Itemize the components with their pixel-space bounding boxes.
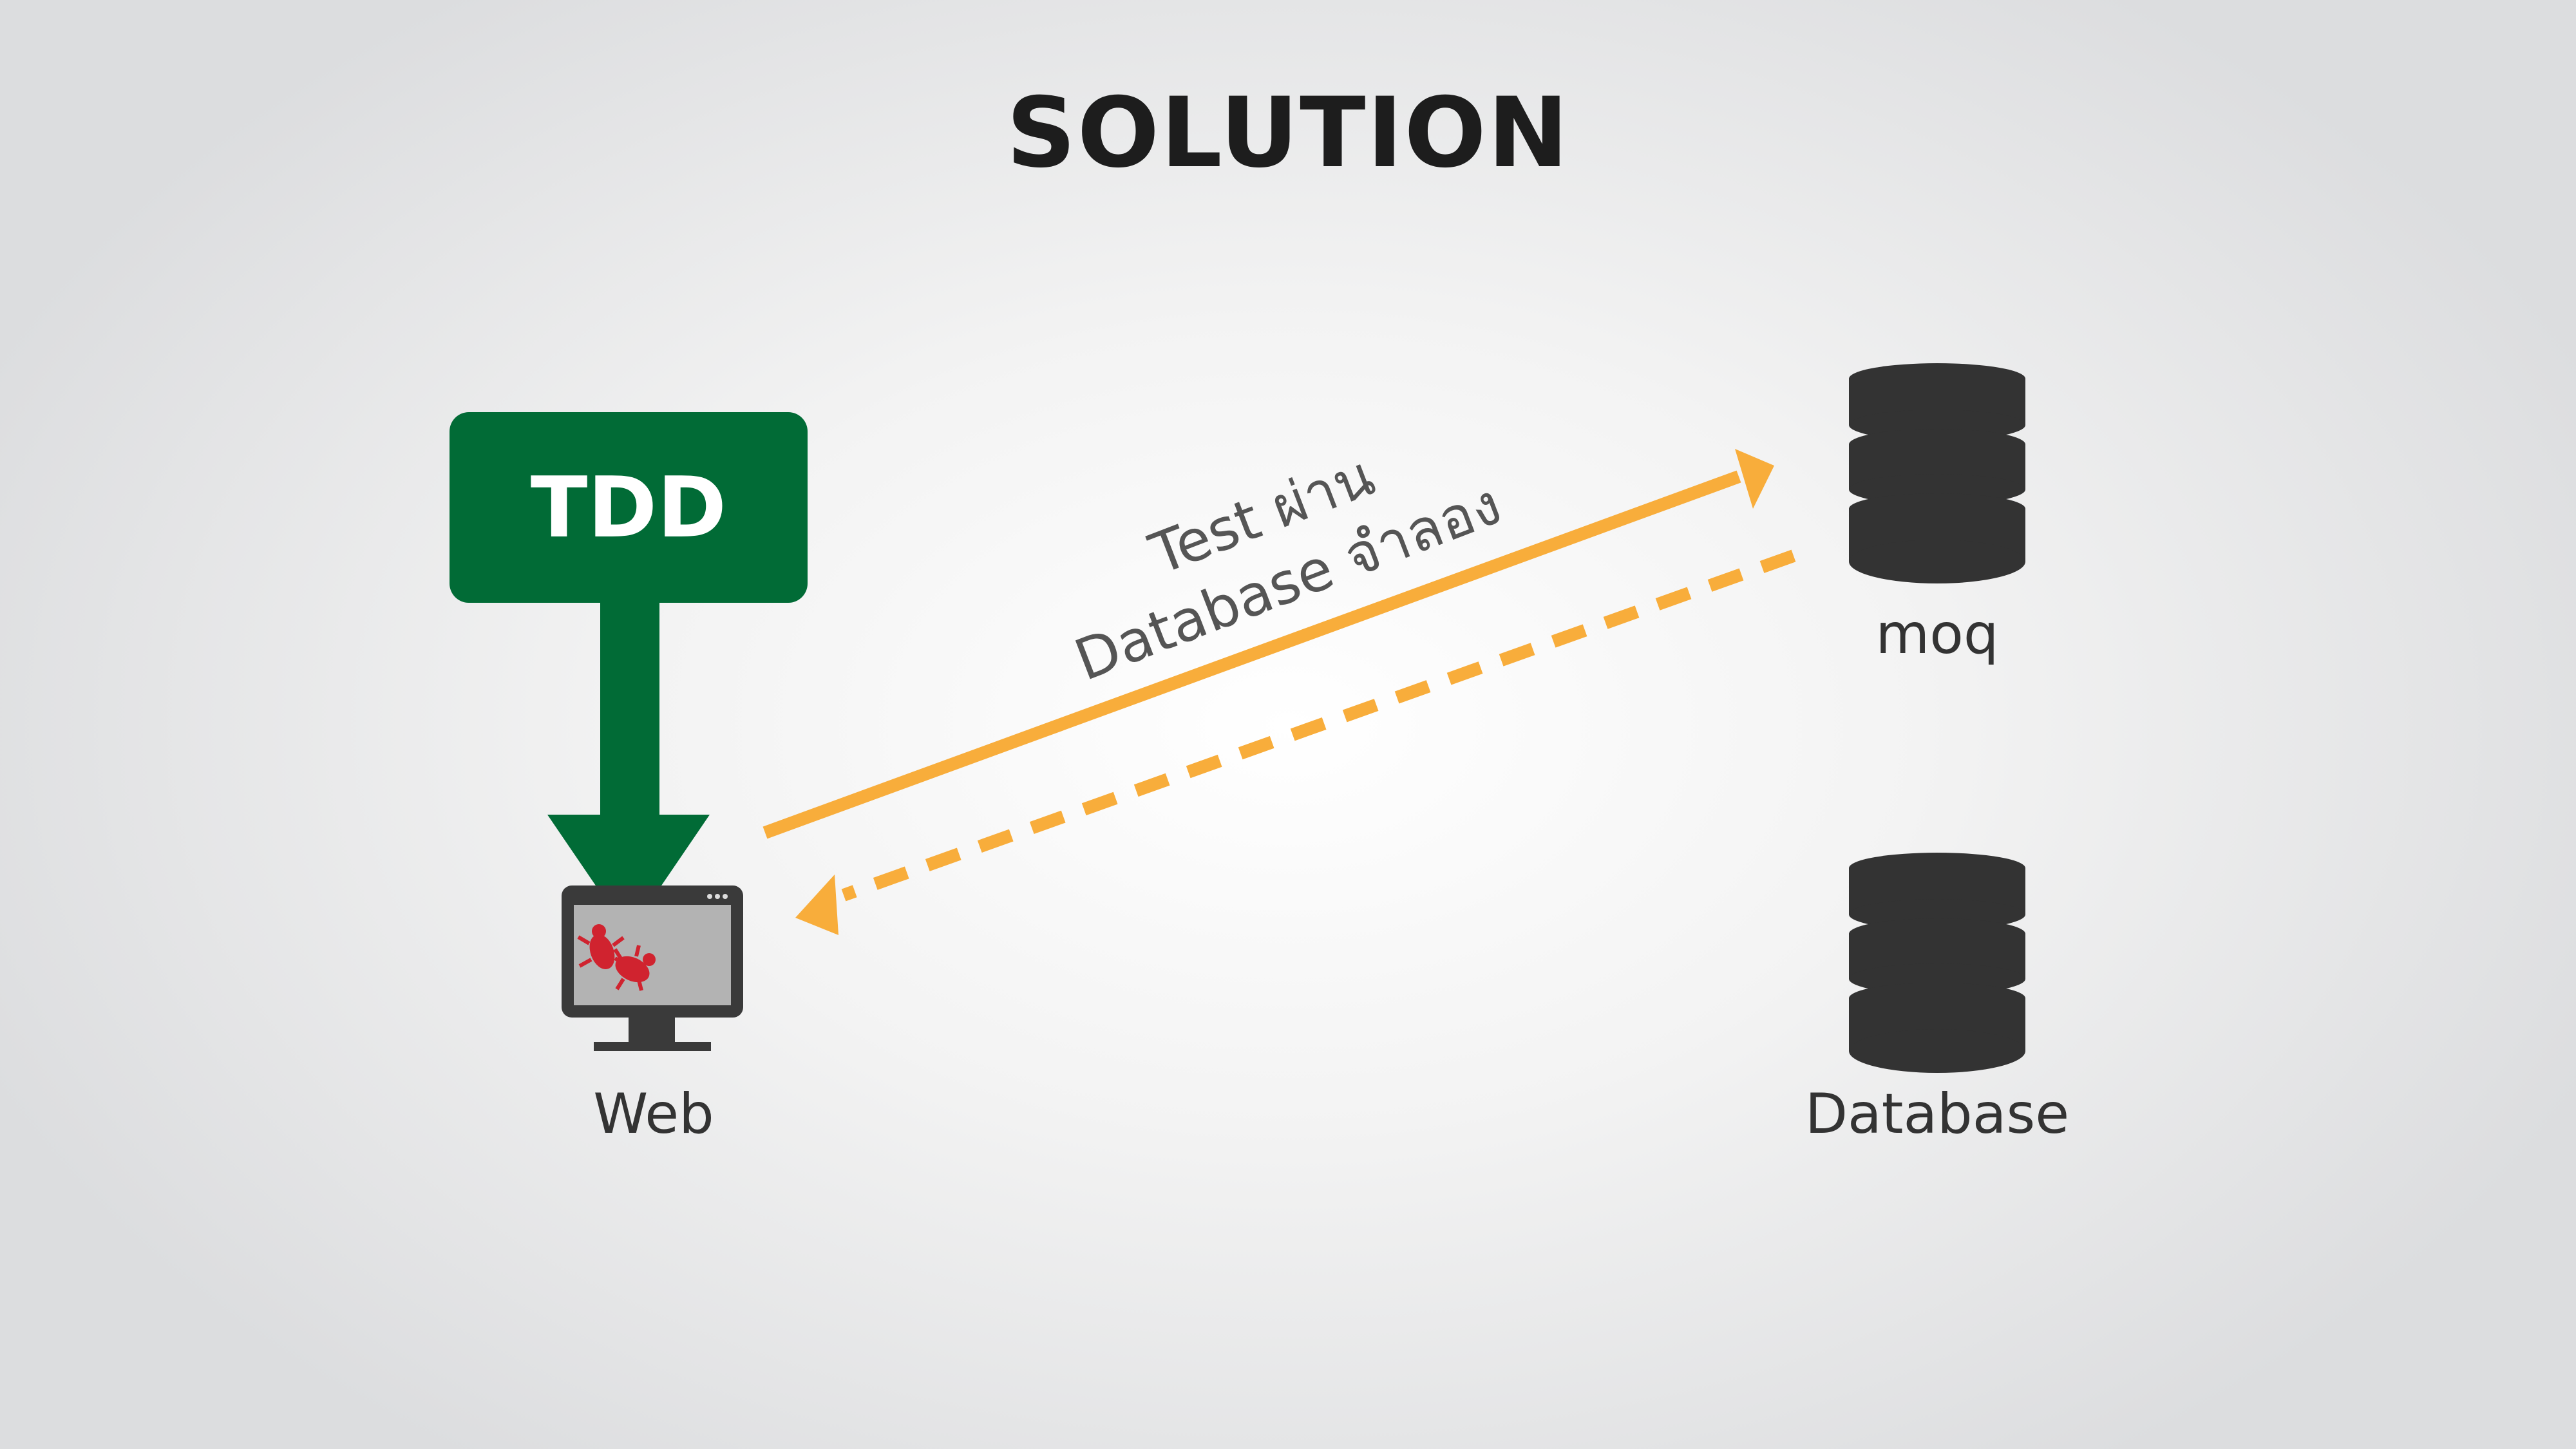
database-icon	[1849, 363, 2025, 583]
database-icon	[1849, 853, 2025, 1073]
slide-title: SOLUTION	[1006, 77, 1570, 189]
database-label: Database	[1804, 1082, 2070, 1146]
bug-icon	[613, 945, 656, 991]
tdd-down-arrow	[547, 599, 710, 934]
tdd-box	[450, 412, 808, 603]
monitor-with-bugs-icon	[562, 886, 743, 1051]
web-label: Web	[593, 1082, 714, 1146]
dashed-arrow-to-web	[795, 549, 1796, 935]
tdd-label: TDD	[530, 459, 727, 556]
moq-label: moq	[1875, 602, 1999, 667]
solid-arrow-to-moq	[762, 449, 1774, 839]
